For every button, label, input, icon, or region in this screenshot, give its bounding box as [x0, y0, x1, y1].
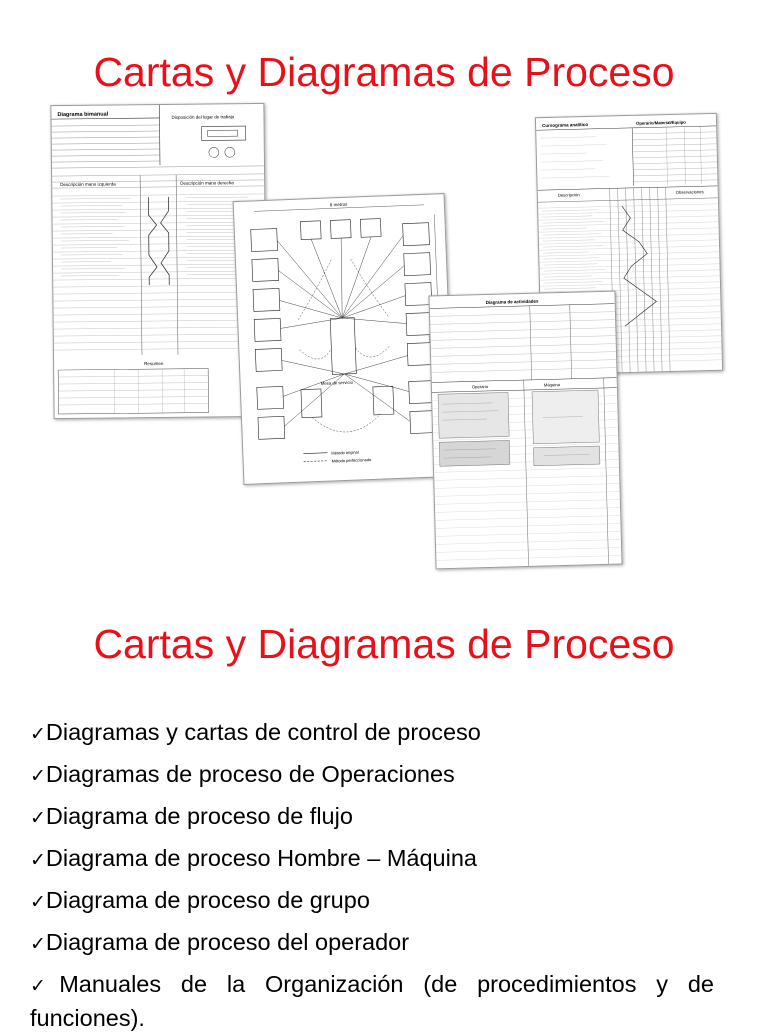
slide-title-top: Cartas y Diagramas de Proceso	[0, 48, 768, 96]
check-icon: ✓	[30, 765, 46, 787]
list-item-manuales-cont: funciones).	[30, 1002, 714, 1034]
bimanual-heading: Diagrama bimanual	[57, 112, 108, 119]
list-item: ✓Diagramas de proceso de Operaciones	[30, 754, 714, 796]
analytic-col-obs: Observaciones	[676, 189, 704, 195]
flow-legend-improved: Método perfeccionado	[332, 457, 373, 464]
flow-legend-original: Método original	[331, 450, 359, 456]
activity-col-operario: Operario	[472, 384, 489, 389]
activity-chart-drawing: Diagrama de actividades Operario Máquina	[429, 292, 621, 569]
analytic-subheading: Operario/Material/Equipo	[636, 120, 686, 126]
list-item: ✓Diagrama de proceso de flujo	[30, 796, 714, 838]
list-item: ✓Diagrama de proceso Hombre – Máquina	[30, 838, 714, 880]
flow-diagram-drawing: 8 metros 11,8 metros	[234, 194, 455, 484]
bimanual-right-col: Descripción mano derecha	[180, 180, 234, 186]
analytic-col-desc: Descripción	[558, 192, 581, 198]
list-item: ✓Diagrama de proceso de grupo	[30, 880, 714, 922]
slide-title-bottom: Cartas y Diagramas de Proceso	[0, 620, 768, 668]
list-item: ✓Diagrama de proceso del operador	[30, 922, 714, 964]
check-icon: ✓	[30, 807, 46, 829]
bimanual-left-col: Descripción mano izquierda	[60, 181, 116, 187]
flow-diagram-image: 8 metros 11,8 metros	[233, 193, 456, 485]
flow-center-label: Mesa de servicio	[321, 380, 354, 386]
bimanual-subheading: Disposición del lugar de trabajo	[171, 114, 234, 120]
process-charts-collage: Diagrama bimanual Disposición del lugar …	[0, 96, 768, 576]
check-icon: ✓	[30, 891, 46, 913]
process-chart-list: ✓Diagramas y cartas de control de proces…	[30, 712, 714, 1034]
list-item-manuales: ✓Manuales de la Organización (de procedi…	[30, 964, 714, 1002]
list-item: ✓Diagramas y cartas de control de proces…	[30, 712, 714, 754]
check-icon: ✓	[30, 723, 46, 745]
activity-heading: Diagrama de actividades	[486, 299, 539, 305]
check-icon: ✓	[30, 933, 46, 955]
check-icon: ✓	[30, 849, 46, 871]
activity-col-maquina: Máquina	[544, 382, 561, 387]
bimanual-summary: Resumen	[144, 361, 164, 366]
check-icon: ✓	[30, 975, 59, 997]
analytic-heading: Cursograma analítico	[542, 122, 588, 128]
flow-width-label: 8 metros	[330, 202, 348, 208]
activity-chart-image: Diagrama de actividades Operario Máquina	[428, 291, 622, 570]
